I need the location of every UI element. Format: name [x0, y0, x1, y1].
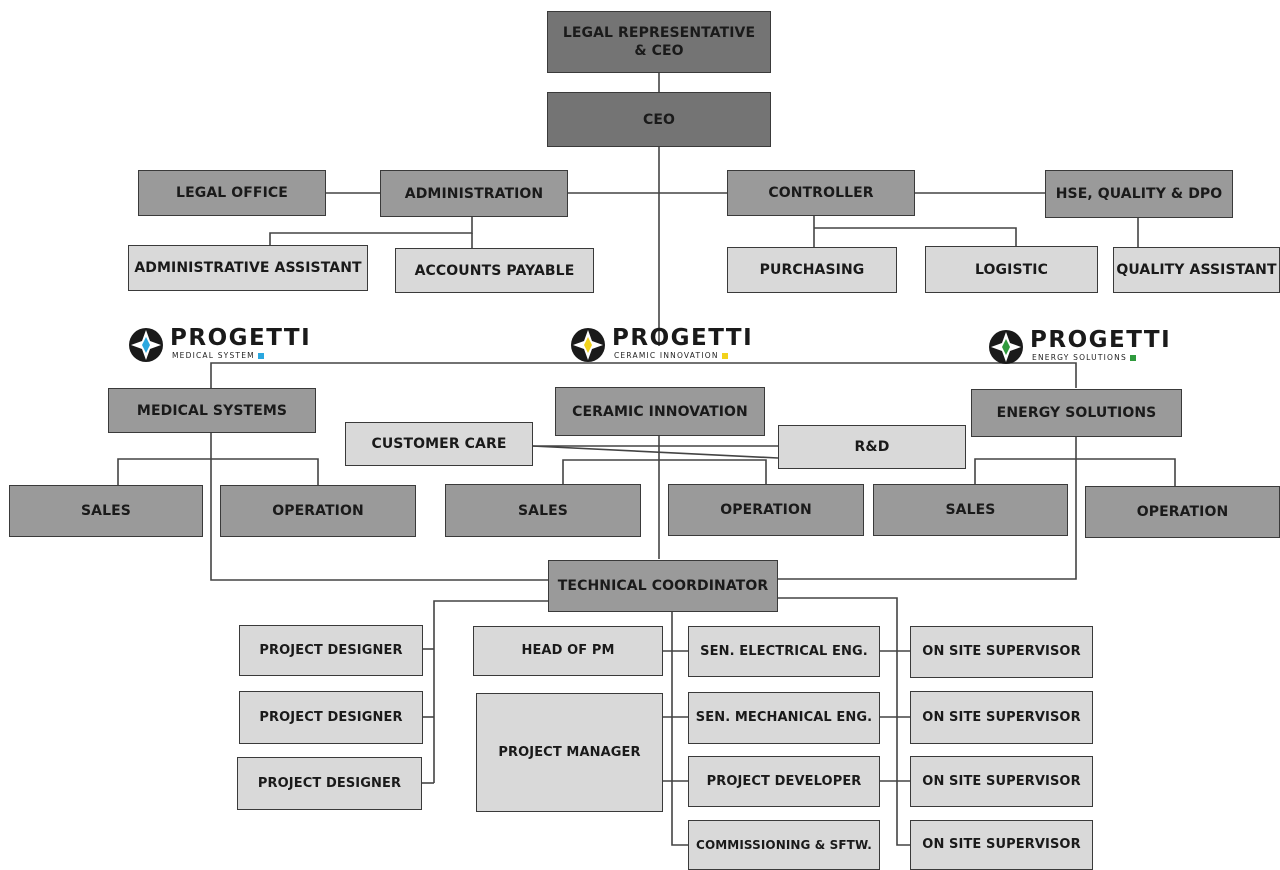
brand-name: PROGETTI [612, 325, 754, 351]
compass-star-icon [989, 330, 1023, 364]
on-site-supervisor-box: ON SITE SUPERVISOR [910, 756, 1093, 807]
quality-assistant-box: QUALITY ASSISTANT [1113, 247, 1280, 293]
on-site-supervisor-box: ON SITE SUPERVISOR [910, 691, 1093, 744]
customer-care-box: CUSTOMER CARE [345, 422, 533, 466]
administration-box: ADMINISTRATION [380, 170, 568, 217]
logistic-box: LOGISTIC [925, 246, 1098, 293]
legal-representative-box: LEGAL REPRESENTATIVE & CEO [547, 11, 771, 73]
ceramic-innovation-box: CERAMIC INNOVATION [555, 387, 765, 436]
energy-sales-box: SALES [873, 484, 1068, 536]
brand-subtitle: MEDICAL SYSTEM [172, 351, 264, 360]
administrative-assistant-box: ADMINISTRATIVE ASSISTANT [128, 245, 368, 291]
legal-office-box: LEGAL OFFICE [138, 170, 326, 216]
compass-star-icon [571, 328, 605, 362]
on-site-supervisor-box: ON SITE SUPERVISOR [910, 626, 1093, 678]
hse-quality-dpo-box: HSE, QUALITY & DPO [1045, 170, 1233, 218]
brand-subtitle: ENERGY SOLUTIONS [1032, 353, 1136, 362]
energy-operation-box: OPERATION [1085, 486, 1280, 538]
commissioning-software-box: COMMISSIONING & SFTW. [688, 820, 880, 870]
technical-coordinator-box: TECHNICAL COORDINATOR [548, 560, 778, 612]
project-developer-box: PROJECT DEVELOPER [688, 756, 880, 807]
energy-solutions-box: ENERGY SOLUTIONS [971, 389, 1182, 437]
project-manager-box: PROJECT MANAGER [476, 693, 663, 812]
medical-systems-box: MEDICAL SYSTEMS [108, 388, 316, 433]
ceramic-operation-box: OPERATION [668, 484, 864, 536]
purchasing-box: PURCHASING [727, 247, 897, 293]
accounts-payable-box: ACCOUNTS PAYABLE [395, 248, 594, 293]
medical-sales-box: SALES [9, 485, 203, 537]
project-designer-box: PROJECT DESIGNER [237, 757, 422, 810]
on-site-supervisor-box: ON SITE SUPERVISOR [910, 820, 1093, 870]
ceramic-sales-box: SALES [445, 484, 641, 537]
project-designer-box: PROJECT DESIGNER [239, 691, 423, 744]
rnd-box: R&D [778, 425, 966, 469]
brand-ceramic-innovation-logo: PROGETTI CERAMIC INNOVATION [570, 325, 752, 365]
controller-box: CONTROLLER [727, 170, 915, 216]
project-designer-box: PROJECT DESIGNER [239, 625, 423, 676]
brand-name: PROGETTI [170, 325, 312, 351]
brand-medical-system-logo: PROGETTI MEDICAL SYSTEM [128, 325, 310, 365]
brand-name: PROGETTI [1030, 327, 1172, 353]
head-of-pm-box: HEAD OF PM [473, 626, 663, 676]
ceo-box: CEO [547, 92, 771, 147]
medical-operation-box: OPERATION [220, 485, 416, 537]
brand-energy-solutions-logo: PROGETTI ENERGY SOLUTIONS [988, 327, 1170, 367]
compass-star-icon [129, 328, 163, 362]
senior-mechanical-engineer-box: SEN. MECHANICAL ENG. [688, 692, 880, 744]
senior-electrical-engineer-box: SEN. ELECTRICAL ENG. [688, 626, 880, 677]
brand-subtitle: CERAMIC INNOVATION [614, 351, 728, 360]
